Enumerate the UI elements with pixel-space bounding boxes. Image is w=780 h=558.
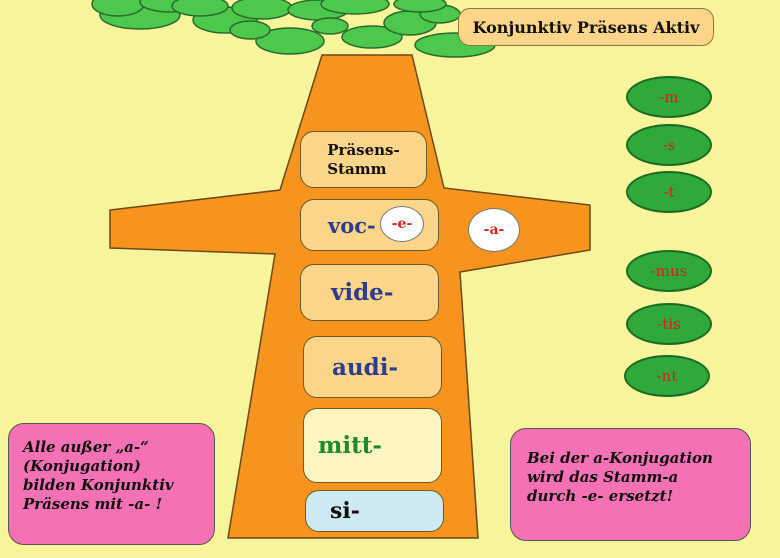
ending-label: -t xyxy=(663,183,675,201)
ending-oval-tis: -tis xyxy=(626,303,712,345)
note-right: Bei der a-Konjugation wird das Stamm-a d… xyxy=(510,428,751,541)
note-left-line: bilden Konjunktiv xyxy=(23,476,174,494)
note-right-line: Bei der a-Konjugation xyxy=(527,449,713,467)
ending-label: -s xyxy=(662,136,676,154)
stem-header-line1: Präsens- xyxy=(327,140,400,159)
ending-label: -tis xyxy=(657,315,681,333)
stem-si-label: si- xyxy=(330,498,360,524)
note-right-line: wird das Stamm-a xyxy=(527,468,679,486)
ending-oval-s: -s xyxy=(626,124,712,166)
title-label: Konjunktiv Präsens Aktiv xyxy=(458,8,714,46)
stem-box-si: si- xyxy=(305,490,444,532)
ending-label: -mus xyxy=(650,262,688,280)
stem-header-box: Präsens- Stamm xyxy=(300,131,427,188)
voc-insert-label: -e- xyxy=(391,216,413,232)
note-left: Alle außer „a-“ (Konjugation) bilden Kon… xyxy=(8,423,215,545)
note-left-line: Alle außer „a-“ xyxy=(23,438,149,456)
ending-oval-t: -t xyxy=(626,171,712,213)
tree-crown xyxy=(91,0,496,58)
stem-box-vide: vide- xyxy=(300,264,439,321)
stem-box-audi: audi- xyxy=(303,336,442,398)
ending-oval-nt: -nt xyxy=(624,355,710,397)
ending-oval-mus: -mus xyxy=(626,250,712,292)
ending-label: -nt xyxy=(656,367,678,385)
stem-box-mitt: mitt- xyxy=(303,408,442,483)
stem-audi-label: audi- xyxy=(332,353,398,381)
stem-voc-label: voc- xyxy=(328,212,376,238)
voc-insert-oval: -e- xyxy=(380,206,424,242)
ending-oval-m: -m xyxy=(626,76,712,118)
ending-label: -m xyxy=(659,88,679,106)
replaced-vowel-oval: -a- xyxy=(468,208,520,252)
stem-mitt-label: mitt- xyxy=(318,432,382,459)
stem-vide-label: vide- xyxy=(331,279,394,306)
note-left-line: Präsens mit -a- ! xyxy=(23,495,163,513)
replaced-vowel-label: -a- xyxy=(483,222,505,238)
note-right-line: durch -e- ersetzt! xyxy=(527,487,674,505)
stem-header-line2: Stamm xyxy=(327,159,387,178)
note-left-line: (Konjugation) xyxy=(23,457,141,475)
